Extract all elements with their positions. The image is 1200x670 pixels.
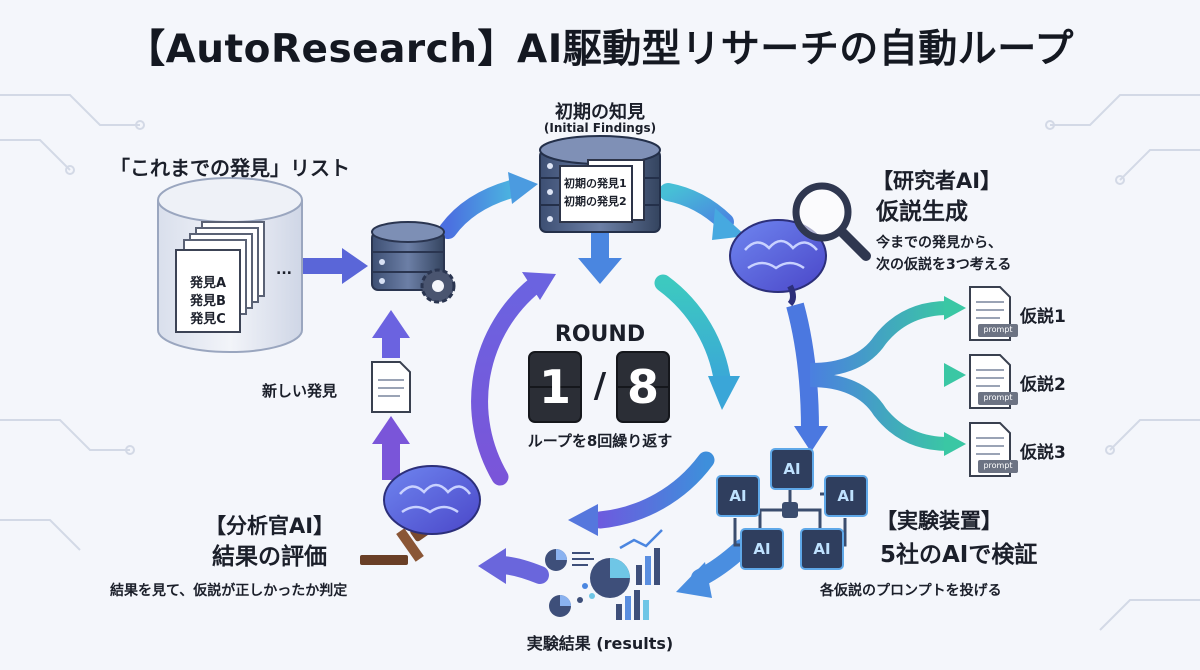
round-label: ROUND — [554, 322, 646, 347]
round-caption: ループを8回繰り返す — [527, 432, 673, 450]
round-tiles — [528, 351, 670, 423]
hypothesis-fork — [809, 301, 949, 451]
page-title: 【AutoResearch】AI駆動型リサーチの自動ループ — [126, 27, 1074, 72]
past-findings-title: 「これまでの発見」リスト — [110, 156, 350, 180]
initial-database-icon — [539, 135, 661, 233]
hypothesis-3-tag: prompt — [983, 461, 1013, 470]
arrow-db-to-initial — [439, 172, 538, 239]
hypothesis-1-tag: prompt — [983, 325, 1013, 334]
researcher-desc-line1: 今までの発見から、 — [876, 235, 1002, 251]
loop-arrowhead-right — [708, 376, 740, 410]
past-doc-a-label: 発見A — [189, 276, 227, 291]
arrow-experiment-to-results — [676, 539, 751, 598]
researcher-desc-line2: 次の仮説を3つ考える — [876, 257, 1012, 273]
new-finding-label: 新しい発見 — [262, 382, 338, 400]
analyst-brain-icon — [383, 465, 481, 535]
initial-findings-title: 初期の知見 — [555, 102, 645, 123]
analyst-title: 【分析官AI】 — [205, 514, 335, 538]
ai-chip-2: AI — [716, 475, 760, 517]
researcher-brain-icon — [729, 219, 827, 307]
hypothesis-1-label: 仮説1 — [1020, 307, 1066, 327]
ai-chip-4: AI — [740, 528, 784, 570]
researcher-subtitle: 仮説生成 — [876, 199, 968, 225]
experiment-title: 【実験装置】 — [876, 509, 1002, 533]
experiment-desc: 各仮説のプロンプトを投げる — [820, 583, 1002, 599]
initial-findings-subtitle: (Initial Findings) — [543, 121, 657, 135]
analyst-subtitle: 結果の評価 — [212, 544, 327, 570]
small-database-icon — [371, 221, 456, 304]
hypothesis-2-label: 仮説2 — [1020, 375, 1066, 395]
round-current: 1 — [538, 360, 571, 414]
arrow-researcher-to-experiment — [786, 302, 828, 452]
past-doc-b-label: 発見B — [190, 294, 226, 309]
hypothesis-2-tag: prompt — [983, 393, 1013, 402]
round-total: 8 — [626, 360, 659, 414]
loop-arrowhead-bottom — [568, 504, 598, 536]
round-separator: / — [593, 366, 607, 406]
circuit-background — [0, 94, 1200, 631]
arrow-initial-to-loop — [578, 230, 622, 284]
ai-chip-5: AI — [800, 528, 844, 570]
researcher-title: 【研究者AI】 — [872, 169, 1002, 193]
experiment-subtitle: 5社のAIで検証 — [880, 542, 1038, 568]
loop-arc-left — [471, 276, 544, 486]
loop-arc-right — [654, 274, 732, 394]
ai-chip-3: AI — [824, 475, 868, 517]
initial-doc-2-label: 初期の発見2 — [564, 195, 627, 208]
hypothesis-3-label: 仮説3 — [1020, 443, 1066, 463]
central-loop — [471, 274, 732, 529]
past-findings-docs — [175, 221, 265, 333]
initial-doc-1-label: 初期の発見1 — [564, 177, 627, 190]
results-charts-icon — [545, 529, 663, 620]
past-doc-c-label: 発見C — [190, 312, 226, 327]
magnifier-icon — [792, 182, 871, 261]
past-doc-ellipsis: ... — [276, 262, 292, 278]
analyst-desc: 結果を見て、仮説が正しかったか判定 — [110, 583, 348, 599]
arrow-list-to-db — [302, 248, 368, 284]
loop-arrowhead-left — [522, 272, 556, 300]
ai-chip-1: AI — [770, 448, 814, 490]
new-finding-doc-icon — [371, 361, 411, 413]
arrow-initial-to-researcher — [659, 183, 746, 240]
loop-arc-bottom — [591, 451, 715, 529]
hypothesis-docs — [969, 286, 1018, 477]
results-label: 実験結果 (results) — [526, 634, 674, 653]
arrow-results-to-analyst — [478, 548, 549, 584]
arrow-finding-to-db — [372, 310, 410, 358]
arrow-analyst-to-finding — [372, 416, 410, 480]
